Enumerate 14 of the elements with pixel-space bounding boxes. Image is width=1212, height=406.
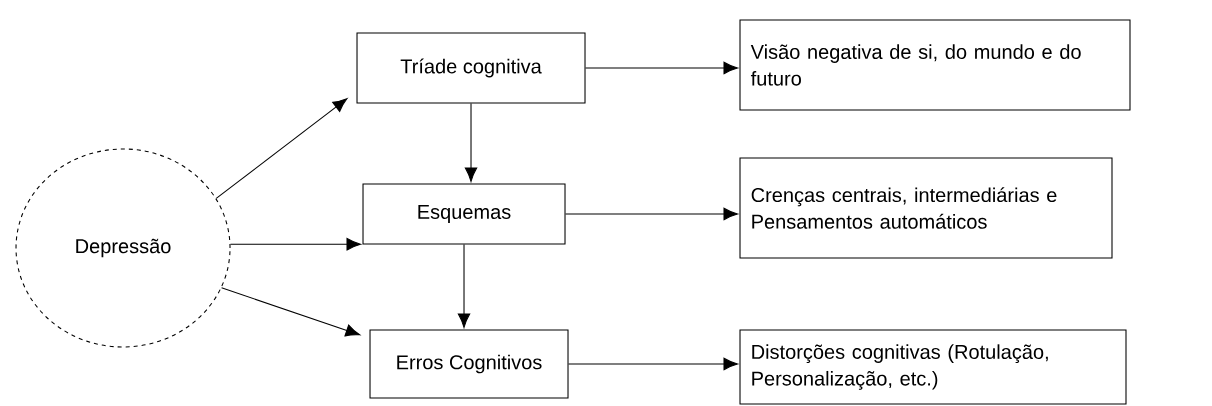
arrow [585,61,738,75]
process-box: Esquemas [362,183,566,245]
description-box: Distorções cognitivas (Rotulação, Personalização, etc.) [739,329,1127,405]
description-box: Visão negativa de si, do mundo e do futuro [739,19,1131,111]
arrow [221,287,361,337]
arrow [464,103,478,182]
process-box: Erros Cognitivos [369,329,569,399]
process-box: Tríade cognitiva [356,32,586,104]
arrow [229,238,362,251]
description-box: Crenças centrais, intermediárias e Pensamentos automáticos [739,157,1113,259]
arrow [565,207,738,221]
arrow [568,357,738,371]
arrow [457,244,471,328]
arrow [215,98,348,199]
